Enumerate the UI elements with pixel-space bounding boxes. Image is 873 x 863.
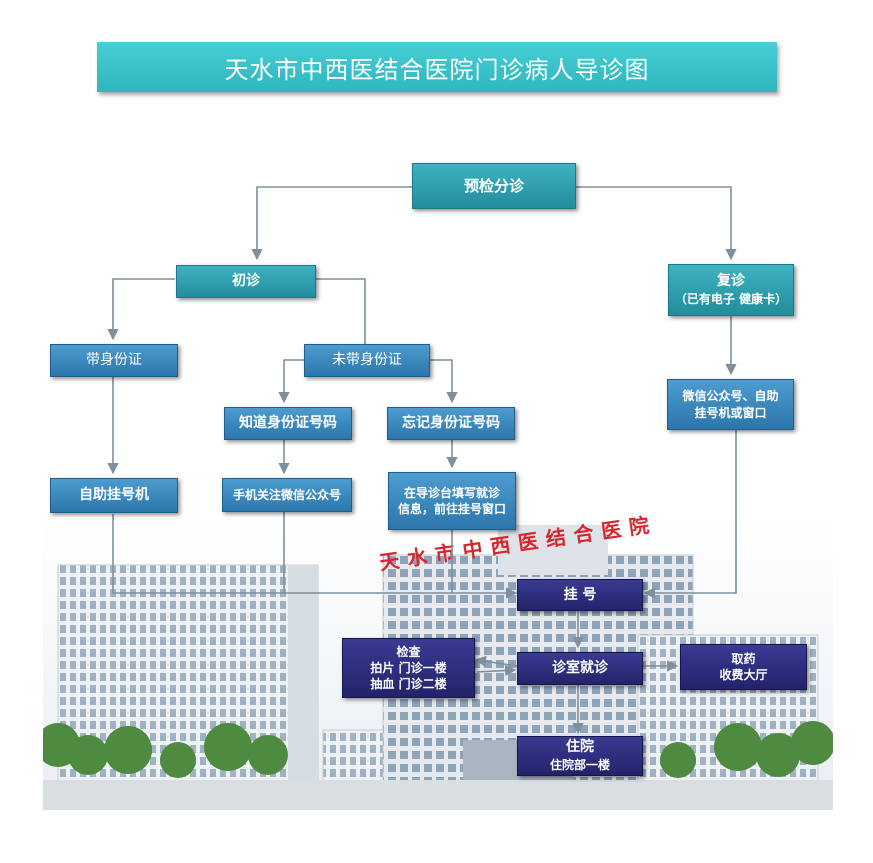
know-id-number-box: 知道身份证号码 [224,407,352,440]
wechat-kiosk-window-line2: 挂号机或窗口 [694,405,767,420]
wechat-kiosk-window-line1: 微信公众号、自助 [682,389,779,404]
fill-info-line1: 在导诊台填写就诊 [403,485,500,500]
with-id-label: 带身份证 [86,352,142,369]
without-id-label: 未带身份证 [332,352,402,369]
exam-box: 检查 拍片 门诊一楼 抽血 门诊二楼 [342,638,475,698]
return-visit-label: 复诊 [717,273,745,290]
consultation-box: 诊室就诊 [517,652,643,685]
registration-box: 挂 号 [517,579,643,611]
self-service-kiosk-label: 自助挂号机 [79,487,149,504]
first-visit-label: 初诊 [232,273,260,290]
forgot-id-number-label: 忘记身份证号码 [402,415,500,432]
phone-follow-wechat-label: 手机关注微信公众号 [232,487,341,502]
phone-follow-wechat-box: 手机关注微信公众号 [222,478,352,512]
know-id-number-label: 知道身份证号码 [239,415,337,432]
with-id-box: 带身份证 [50,344,178,377]
triage-box: 预检分诊 [412,163,576,209]
exam-title: 检查 [396,644,421,659]
forgot-id-number-box: 忘记身份证号码 [387,407,515,440]
inpatient-label: 住院 [566,739,594,756]
fill-info-line2: 信息，前往挂号窗口 [397,502,506,516]
consultation-label: 诊室就诊 [552,660,608,677]
registration-label: 挂 号 [563,586,597,603]
fill-info-box: 在导诊台填写就诊 信息，前往挂号窗口 [388,472,516,530]
return-visit-note: （已有电子 健康卡） [674,292,788,307]
page-title: 天水市中西医结合医院门诊病人导诊图 [97,42,777,92]
inpatient-box: 住院 住院部一楼 [517,736,643,776]
exam-line1: 拍片 门诊一楼 [370,660,447,675]
pharmacy-line2: 收费大厅 [719,668,768,682]
first-visit-box: 初诊 [176,265,316,298]
return-visit-box: 复诊 （已有电子 健康卡） [668,264,794,316]
self-service-kiosk-box: 自助挂号机 [50,478,178,513]
without-id-box: 未带身份证 [304,344,430,377]
inpatient-sub-label: 住院部一楼 [549,758,610,773]
pharmacy-box: 取药 收费大厅 [680,644,807,690]
exam-line2: 抽血 门诊二楼 [370,677,447,692]
wechat-kiosk-window-box: 微信公众号、自助 挂号机或窗口 [667,379,794,430]
pharmacy-line1: 取药 [731,651,756,666]
triage-label: 预检分诊 [463,176,524,195]
